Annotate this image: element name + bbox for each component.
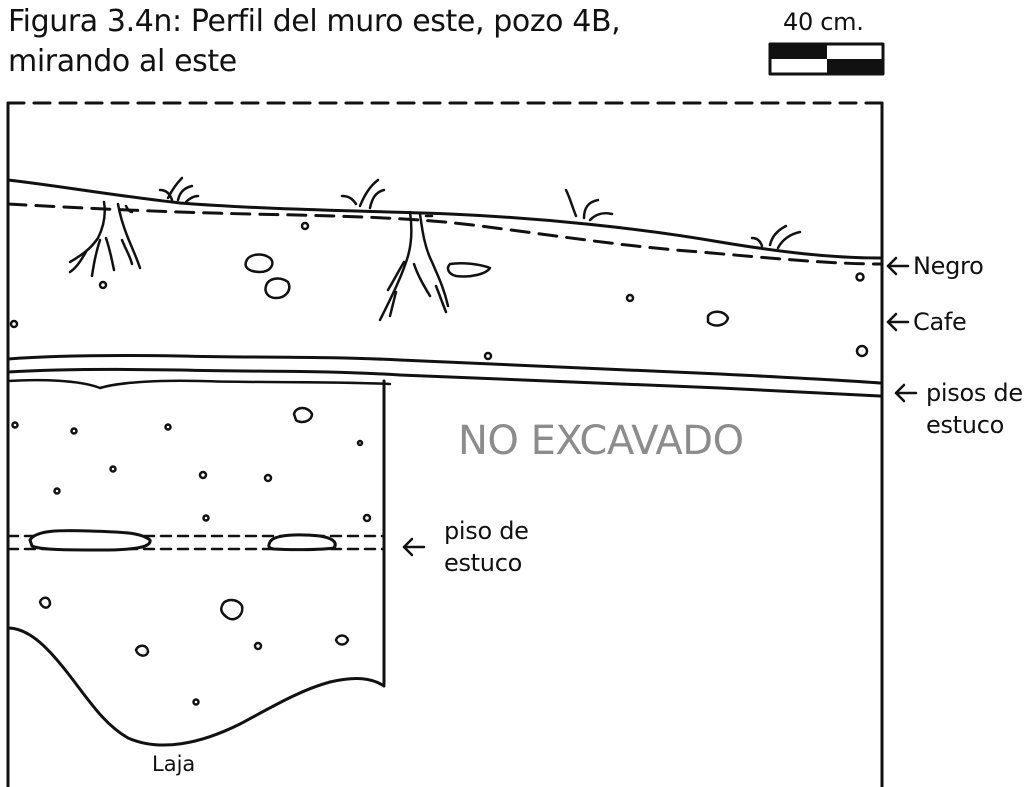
laja-label: Laja — [152, 752, 196, 776]
figure-title-line2: mirando al este — [8, 44, 237, 79]
upper-layer-stones — [9, 221, 869, 361]
bedrock-outline — [6, 626, 386, 747]
arrow-cafe — [886, 312, 910, 332]
root-middle — [378, 210, 450, 322]
arrow-negro — [886, 256, 910, 276]
figure-title: Figura 3.4n: Perfil del muro este, pozo … — [8, 2, 621, 82]
scale-bar — [768, 42, 885, 76]
scale-label: 40 cm. — [783, 8, 864, 36]
label-piso-line1: piso de — [444, 517, 529, 545]
no-excavado-label: NO EXCAVADO — [458, 418, 744, 464]
label-cafe: Cafe — [913, 308, 967, 336]
figure-title-line1: Figura 3.4n: Perfil del muro este, pozo … — [8, 4, 621, 39]
arrow-piso — [402, 537, 426, 557]
grass-tufts — [158, 176, 802, 250]
pisos-upper-line — [6, 353, 882, 385]
piso-stucco-left — [28, 529, 152, 552]
label-pisos-line2: estuco — [926, 411, 1004, 439]
label-piso-line2: estuco — [444, 549, 522, 577]
lower-layer-stones — [11, 406, 372, 706]
piso-stucco-right — [267, 533, 337, 552]
arrow-pisos — [894, 383, 918, 403]
label-negro: Negro — [913, 252, 984, 280]
ground-surface — [6, 178, 882, 260]
label-piso-de-estuco: piso de estuco — [444, 515, 529, 579]
label-pisos-line1: pisos de — [926, 379, 1023, 407]
root-left — [68, 200, 142, 278]
pisos-lower-line — [6, 367, 882, 398]
negro-cafe-boundary — [6, 202, 882, 266]
pisos-underline — [6, 378, 392, 390]
label-pisos-de-estuco: pisos de estuco — [926, 377, 1023, 441]
